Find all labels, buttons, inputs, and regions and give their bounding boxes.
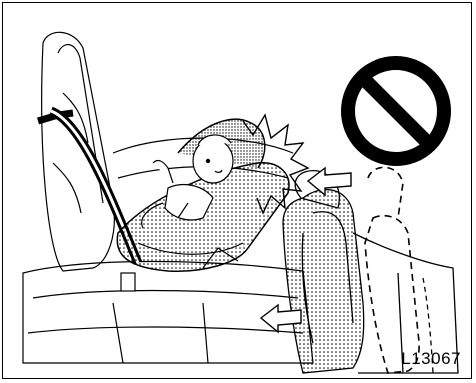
front-seat [283, 190, 458, 373]
seat-new-position-outline [365, 167, 419, 373]
prohibition-icon [348, 63, 444, 159]
illustration-frame: L13067 [2, 2, 472, 379]
car-seat-illustration [3, 3, 473, 380]
figure-code: L13067 [401, 349, 461, 369]
